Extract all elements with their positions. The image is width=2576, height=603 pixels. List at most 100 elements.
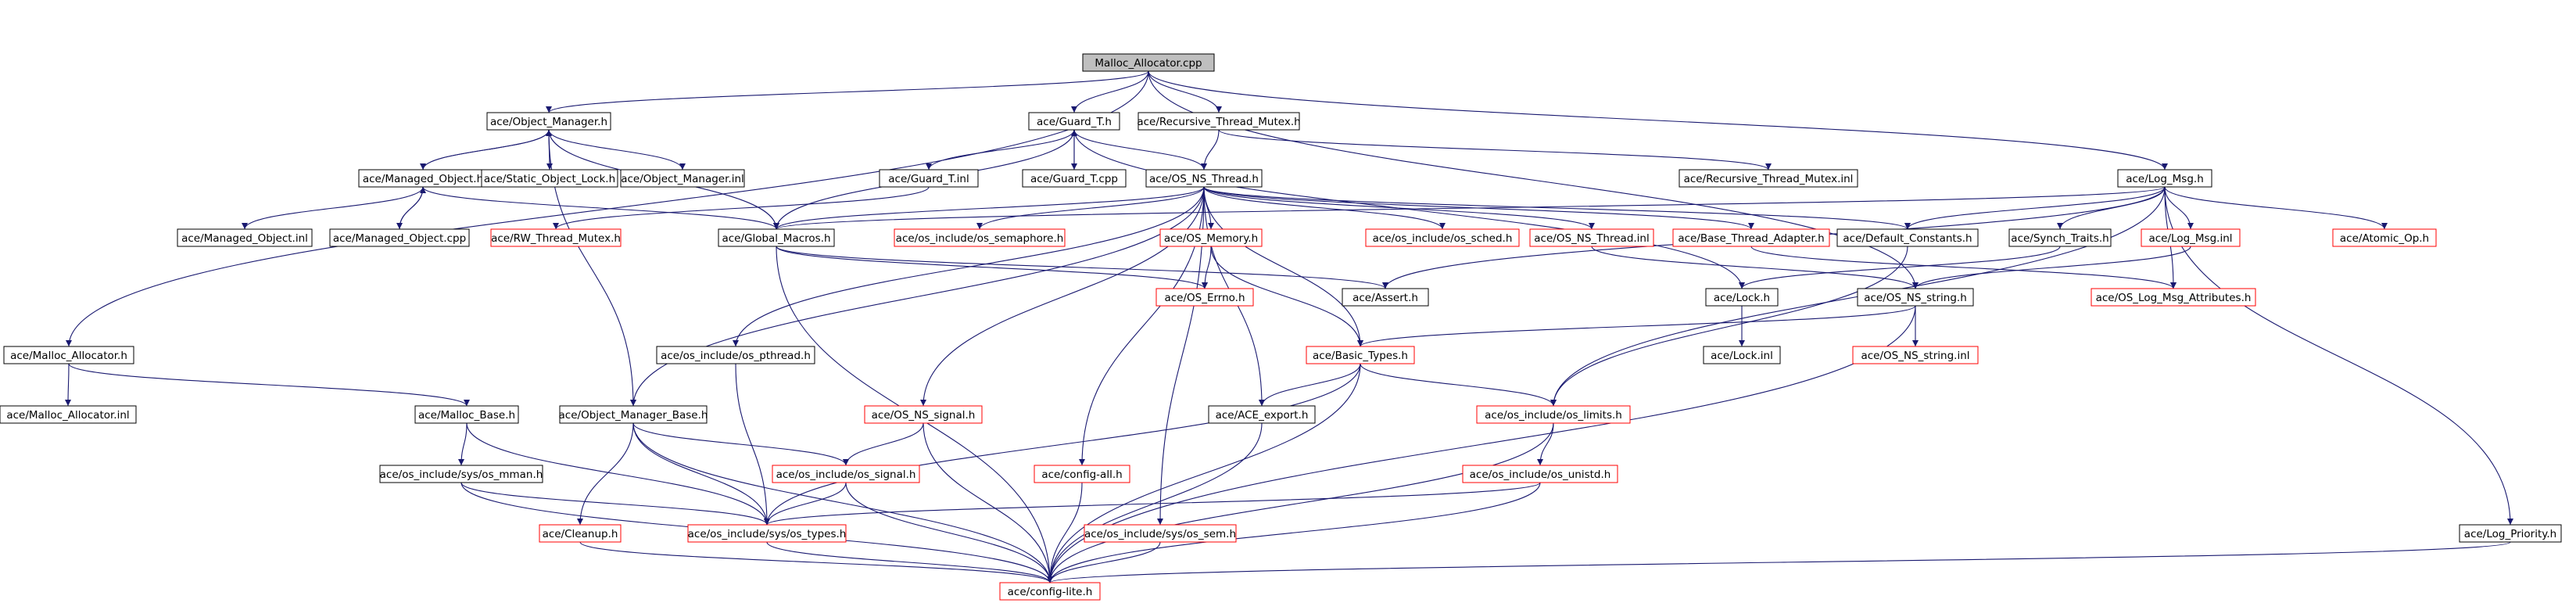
file-node-os-limits[interactable]: ace/os_include/os_limits.h <box>1476 405 1631 424</box>
node-label: ace/Log_Msg.h <box>2126 173 2204 185</box>
file-node-basic-types[interactable]: ace/Basic_Types.h <box>1306 346 1415 364</box>
file-node-ace-export[interactable]: ace/ACE_export.h <box>1208 405 1316 424</box>
node-label: ace/os_include/os_signal.h <box>776 468 916 481</box>
file-node-rw-mutex[interactable]: ace/RW_Thread_Mutex.h <box>490 228 622 247</box>
node-label: ace/os_include/os_semaphore.h <box>896 232 1064 245</box>
file-node-obj-mgr-inl[interactable]: ace/Object_Manager.inl <box>620 169 745 188</box>
file-node-malloc-alloc-h[interactable]: ace/Malloc_Allocator.h <box>3 346 134 364</box>
node-label: ace/Malloc_Allocator.inl <box>6 409 129 422</box>
file-node-recursive-inl[interactable]: ace/Recursive_Thread_Mutex.inl <box>1679 169 1858 188</box>
edge-managed-cpp-to-managed-h <box>399 186 426 230</box>
edge-guard-t-h-to-os-ns-thread-h <box>1073 129 1207 170</box>
file-node-config-all[interactable]: ace/config-all.h <box>1034 465 1130 483</box>
file-node-os-log-msg-attr[interactable]: ace/OS_Log_Msg_Attributes.h <box>2091 288 2256 307</box>
file-node-log-msg-h[interactable]: ace/Log_Msg.h <box>2117 169 2212 188</box>
file-node-base-thread-adapter[interactable]: ace/Base_Thread_Adapter.h <box>1672 228 1830 247</box>
edge-sys-sem-to-config-lite <box>1047 541 1161 583</box>
file-node-recursive-h[interactable]: ace/Recursive_Thread_Mutex.h <box>1137 112 1301 131</box>
node-box <box>486 112 611 131</box>
edge-os-signal-to-config-lite <box>845 482 1053 583</box>
node-label: ace/os_include/os_unistd.h <box>1470 468 1611 481</box>
file-node-managed-inl[interactable]: ace/Managed_Object.inl <box>177 228 313 247</box>
file-node-atomic-op[interactable]: ace/Atomic_Op.h <box>2332 228 2437 247</box>
edge-obj-mgr-base-to-sys-types <box>632 422 770 526</box>
file-node-obj-mgr-base[interactable]: ace/Object_Manager_Base.h <box>559 405 708 424</box>
node-label: ace/RW_Thread_Mutex.h <box>491 232 621 245</box>
file-node-os-ns-thread-h[interactable]: ace/OS_NS_Thread.h <box>1145 169 1263 188</box>
file-node-os-memory[interactable]: ace/OS_Memory.h <box>1159 228 1263 247</box>
edge-os-ns-thread-h-to-obj-mgr-base <box>630 186 1205 407</box>
file-node-malloc-base[interactable]: ace/Malloc_Base.h <box>414 405 519 424</box>
node-box <box>999 582 1101 601</box>
node-box <box>1028 112 1120 131</box>
edge-sys-mman-to-sys-types <box>460 482 770 526</box>
file-node-synch-traits[interactable]: ace/Synch_Traits.h <box>2008 228 2112 247</box>
node-box <box>772 465 920 483</box>
node-box <box>879 169 979 188</box>
file-node-obj-mgr[interactable]: ace/Object_Manager.h <box>486 112 611 131</box>
file-node-os-semaphore[interactable]: ace/os_include/os_semaphore.h <box>894 228 1066 247</box>
file-node-global-macros[interactable]: ace/Global_Macros.h <box>718 228 835 247</box>
file-node-static-lock[interactable]: ace/Static_Object_Lock.h <box>481 169 618 188</box>
node-label: ace/ACE_export.h <box>1216 409 1309 422</box>
node-label: ace/os_include/os_sched.h <box>1373 232 1513 245</box>
node-label: ace/Lock.h <box>1714 292 1770 304</box>
edge-os-ns-thread-h-to-os-ns-thread-inl <box>1203 186 1595 230</box>
node-label: ace/OS_NS_string.inl <box>1861 350 1969 362</box>
file-node-os-ns-string-inl[interactable]: ace/OS_NS_string.inl <box>1852 346 1979 364</box>
file-node-os-sched[interactable]: ace/os_include/os_sched.h <box>1365 228 1520 247</box>
file-node-managed-h[interactable]: ace/Managed_Object.h <box>358 169 488 188</box>
node-box <box>1705 288 1779 307</box>
file-node-sys-sem[interactable]: ace/os_include/sys/os_sem.h <box>1084 524 1237 543</box>
node-label: ace/os_include/sys/os_types.h <box>688 528 847 540</box>
file-node-default-constants[interactable]: ace/Default_Constants.h <box>1836 228 1979 247</box>
file-node-sys-types[interactable]: ace/os_include/sys/os_types.h <box>687 524 847 543</box>
file-node-guard-t-h[interactable]: ace/Guard_T.h <box>1028 112 1120 131</box>
file-node-cleanup[interactable]: ace/Cleanup.h <box>539 524 622 543</box>
node-box <box>1208 405 1316 424</box>
node-label: ace/Malloc_Allocator.h <box>10 350 127 362</box>
file-node-os-unistd[interactable]: ace/os_include/os_unistd.h <box>1462 465 1618 483</box>
file-node-os-errno[interactable]: ace/OS_Errno.h <box>1155 288 1254 307</box>
node-label: ace/Static_Object_Lock.h <box>484 173 615 185</box>
node-label: ace/Atomic_Op.h <box>2340 232 2429 245</box>
edge-os-ns-thread-inl-to-os-ns-string-h <box>1591 246 1919 289</box>
node-box <box>1462 465 1618 483</box>
file-node-config-lite[interactable]: ace/config-lite.h <box>999 582 1101 601</box>
edge-os-ns-thread-h-to-default-constants <box>1203 186 1911 230</box>
node-label: ace/Assert.h <box>1352 292 1418 304</box>
node-box <box>1672 228 1830 247</box>
file-node-lock-inl[interactable]: ace/Lock.inl <box>1703 346 1781 364</box>
edge-log-msg-h-to-atomic-op <box>2164 186 2388 230</box>
node-box <box>2141 228 2241 247</box>
file-node-os-ns-thread-inl[interactable]: ace/OS_NS_Thread.inl <box>1529 228 1654 247</box>
node-box <box>1852 346 1979 364</box>
node-label: ace/config-lite.h <box>1008 586 1093 598</box>
file-node-os-pthread[interactable]: ace/os_include/os_pthread.h <box>656 346 815 364</box>
node-label: Malloc_Allocator.cpp <box>1095 57 1202 70</box>
node-label: ace/OS_NS_string.h <box>1864 292 1967 304</box>
file-node-os-ns-string-h[interactable]: ace/OS_NS_string.h <box>1857 288 1974 307</box>
file-node-managed-cpp[interactable]: ace/Managed_Object.cpp <box>329 228 470 247</box>
file-node-os-signal[interactable]: ace/os_include/os_signal.h <box>772 465 920 483</box>
edge-root-to-recursive-h <box>1148 70 1222 113</box>
file-node-sys-mman[interactable]: ace/os_include/sys/os_mman.h <box>379 465 543 483</box>
file-node-assert-h[interactable]: ace/Assert.h <box>1342 288 1429 307</box>
file-node-os-ns-signal[interactable]: ace/OS_NS_signal.h <box>864 405 983 424</box>
node-label: ace/os_include/sys/os_sem.h <box>1084 528 1236 540</box>
edge-os-limits-to-config-lite <box>1047 422 1554 583</box>
node-label: ace/Guard_T.inl <box>888 173 969 185</box>
node-label: ace/Recursive_Thread_Mutex.inl <box>1684 173 1854 185</box>
file-node-guard-t-inl[interactable]: ace/Guard_T.inl <box>879 169 979 188</box>
file-node-log-priority[interactable]: ace/Log_Priority.h <box>2459 524 2562 543</box>
node-label: ace/os_include/os_limits.h <box>1485 409 1622 422</box>
file-node-malloc-alloc-inl[interactable]: ace/Malloc_Allocator.inl <box>0 405 137 424</box>
edge-os-ns-thread-h-to-config-all <box>1079 186 1205 466</box>
node-label: ace/OS_NS_Thread.inl <box>1534 232 1649 245</box>
file-node-lock-h[interactable]: ace/Lock.h <box>1705 288 1779 307</box>
file-node-log-msg-inl[interactable]: ace/Log_Msg.inl <box>2141 228 2241 247</box>
file-node-guard-t-cpp[interactable]: ace/Guard_T.cpp <box>1022 169 1127 188</box>
node-label: ace/OS_NS_signal.h <box>872 409 976 422</box>
dependency-edges <box>65 70 2513 583</box>
